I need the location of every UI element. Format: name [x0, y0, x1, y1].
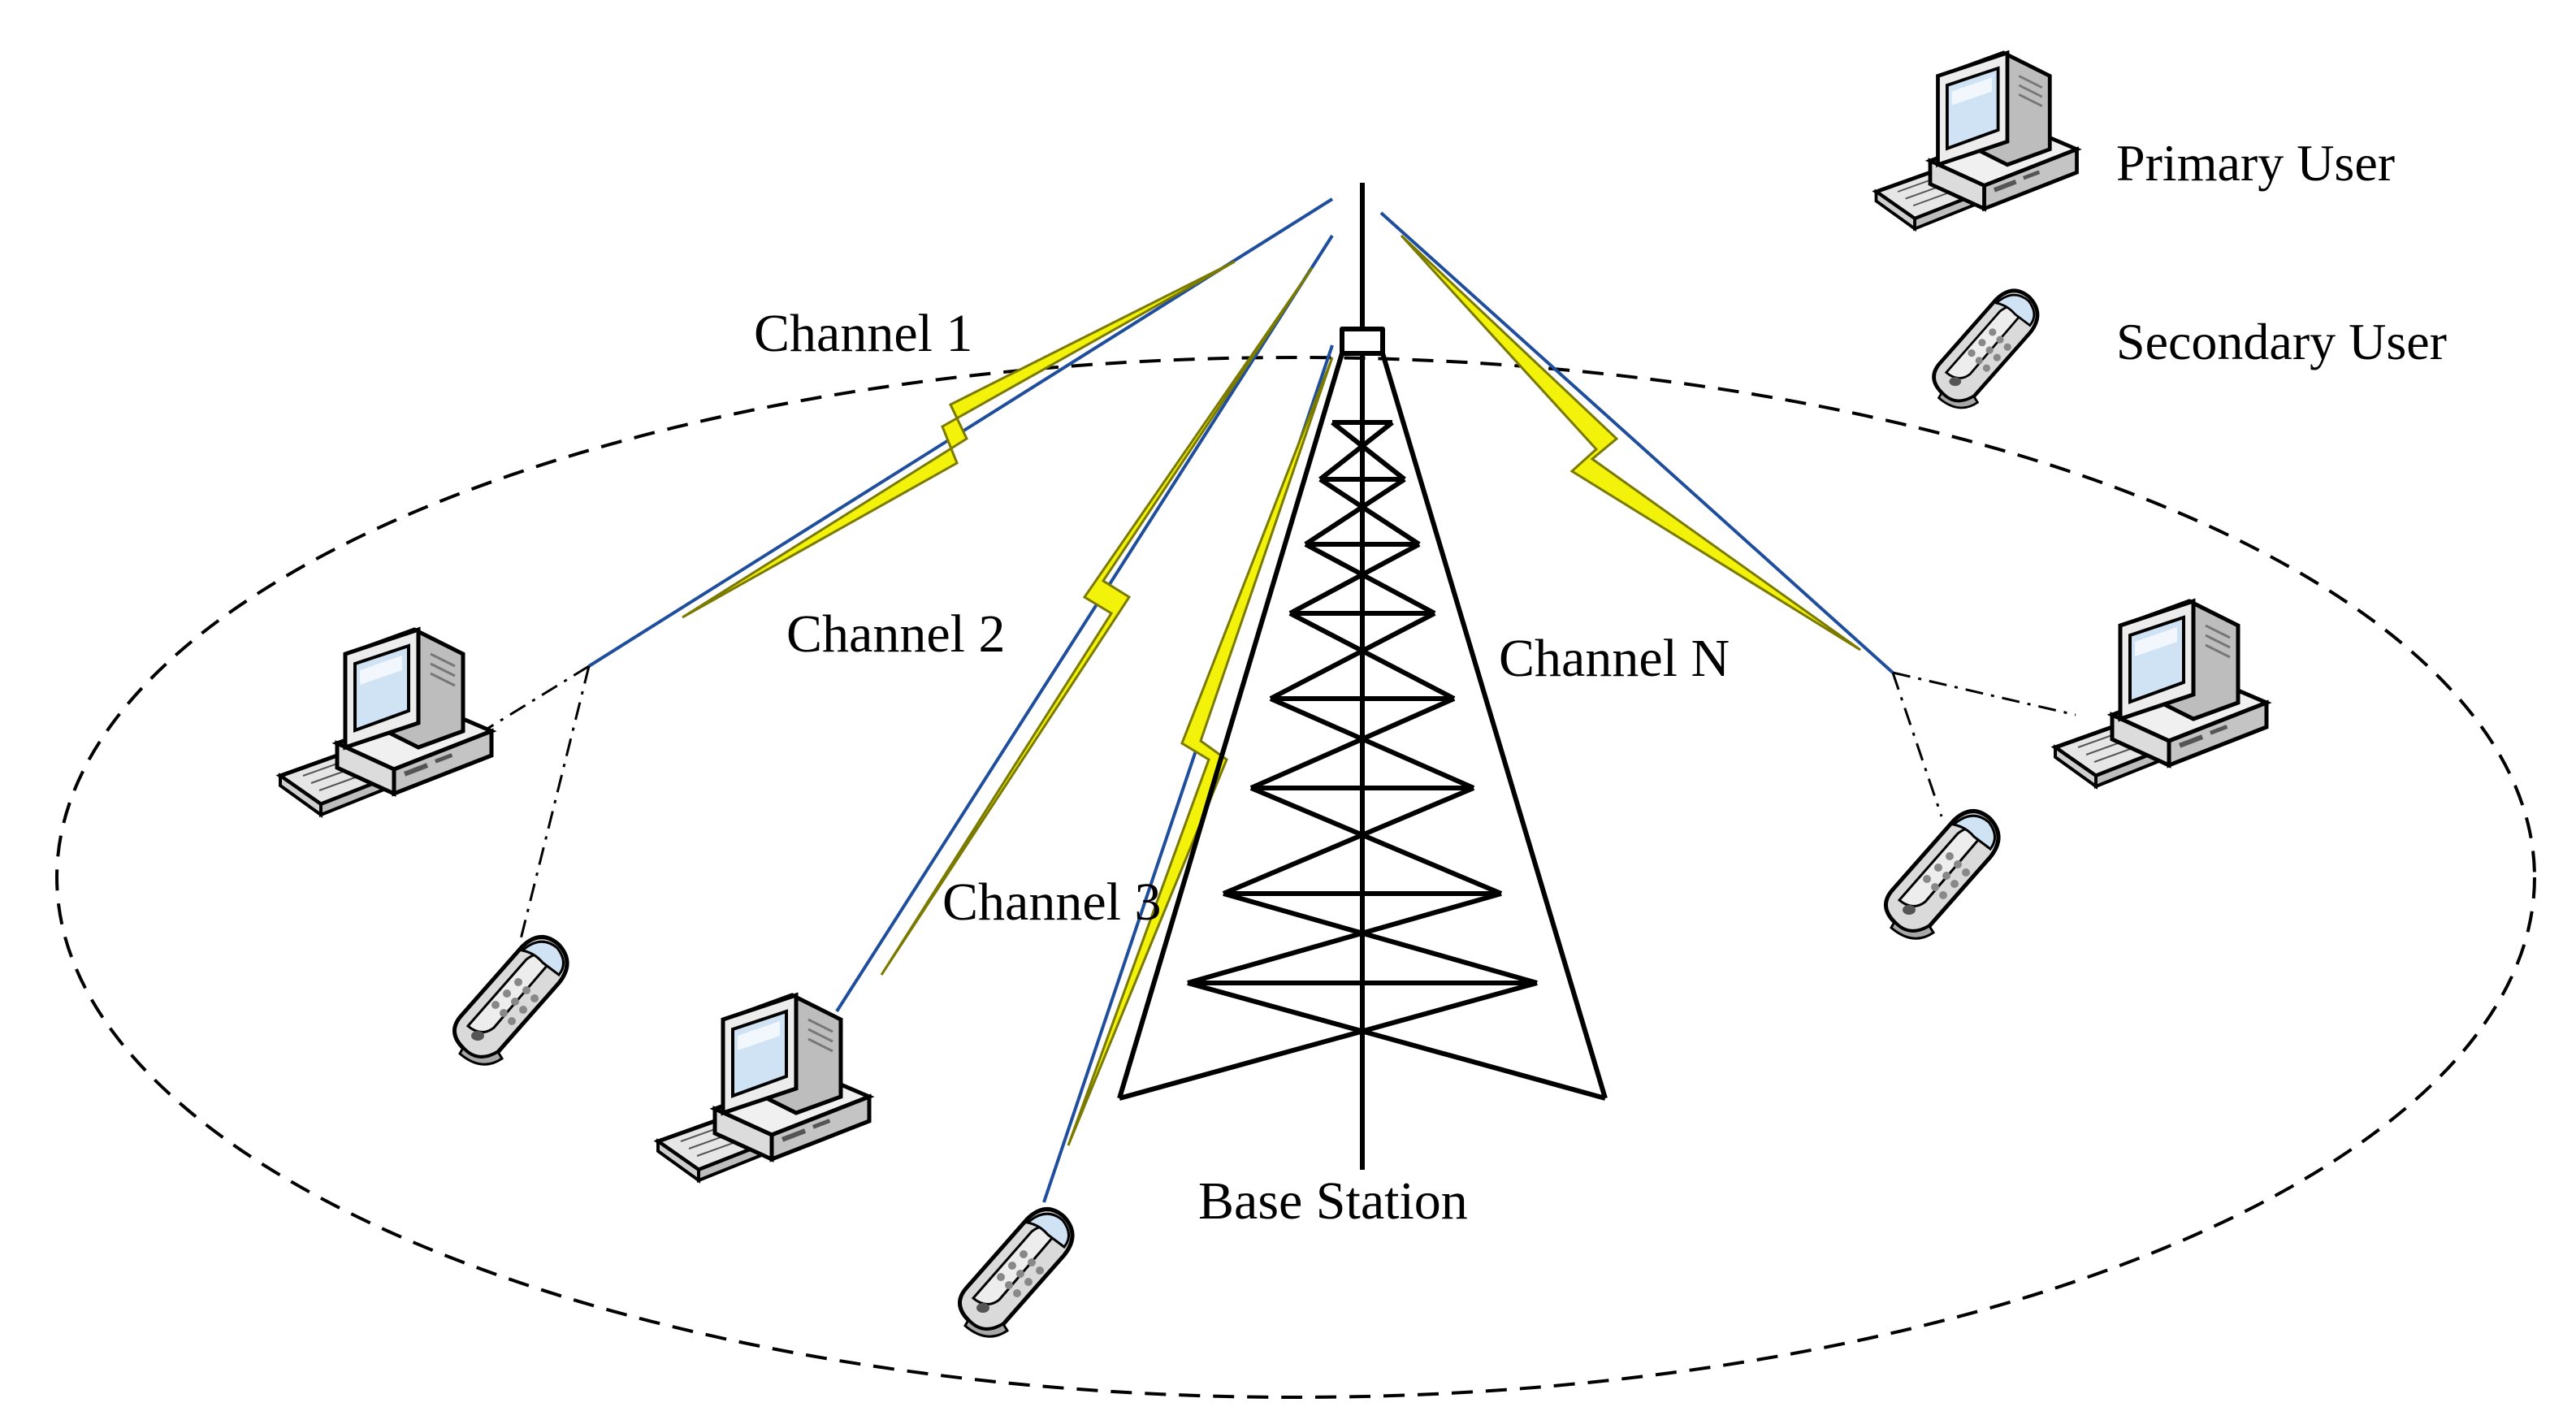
legend: Primary User Secondary User — [1877, 53, 2447, 408]
primary-user-icon — [658, 995, 869, 1180]
secondary-user-icon — [454, 937, 567, 1064]
legend-primary-user-icon — [1877, 53, 2077, 229]
association-right-phone — [1891, 672, 1943, 817]
channel-n-lightning-icon — [1400, 234, 1861, 652]
legend-secondary-user-icon — [1934, 291, 2037, 408]
secondary-user-icon — [1885, 811, 1998, 938]
channel-n-link — [1379, 211, 1894, 674]
channel-3-lightning-icon — [1067, 357, 1334, 1146]
base-station-label: Base Station — [1198, 1171, 1468, 1231]
channel-1-lightning-icon — [682, 260, 1236, 619]
channel-2-label: Channel 2 — [786, 604, 1005, 664]
primary-user-icon — [280, 630, 491, 815]
secondary-user-icon — [959, 1209, 1072, 1336]
channel-3-label: Channel 3 — [942, 872, 1161, 932]
legend-secondary-user-label: Secondary User — [2116, 313, 2447, 370]
channel-1-label: Channel 1 — [754, 304, 972, 363]
channel-n-label: Channel N — [1499, 629, 1730, 688]
legend-primary-user-label: Primary User — [2116, 134, 2395, 192]
coverage-area-boundary — [55, 356, 2536, 1399]
channel-2-link — [835, 234, 1334, 1013]
user-associations — [483, 665, 2076, 943]
association-left-phone — [518, 665, 591, 943]
association-left-pc — [483, 665, 590, 733]
channel-2-lightning-icon — [880, 267, 1314, 976]
primary-user-icon — [2055, 601, 2266, 786]
transmission-tower-icon — [1117, 183, 1608, 1170]
lightning-bolts — [682, 234, 1861, 1146]
association-right-pc — [1892, 671, 2076, 716]
